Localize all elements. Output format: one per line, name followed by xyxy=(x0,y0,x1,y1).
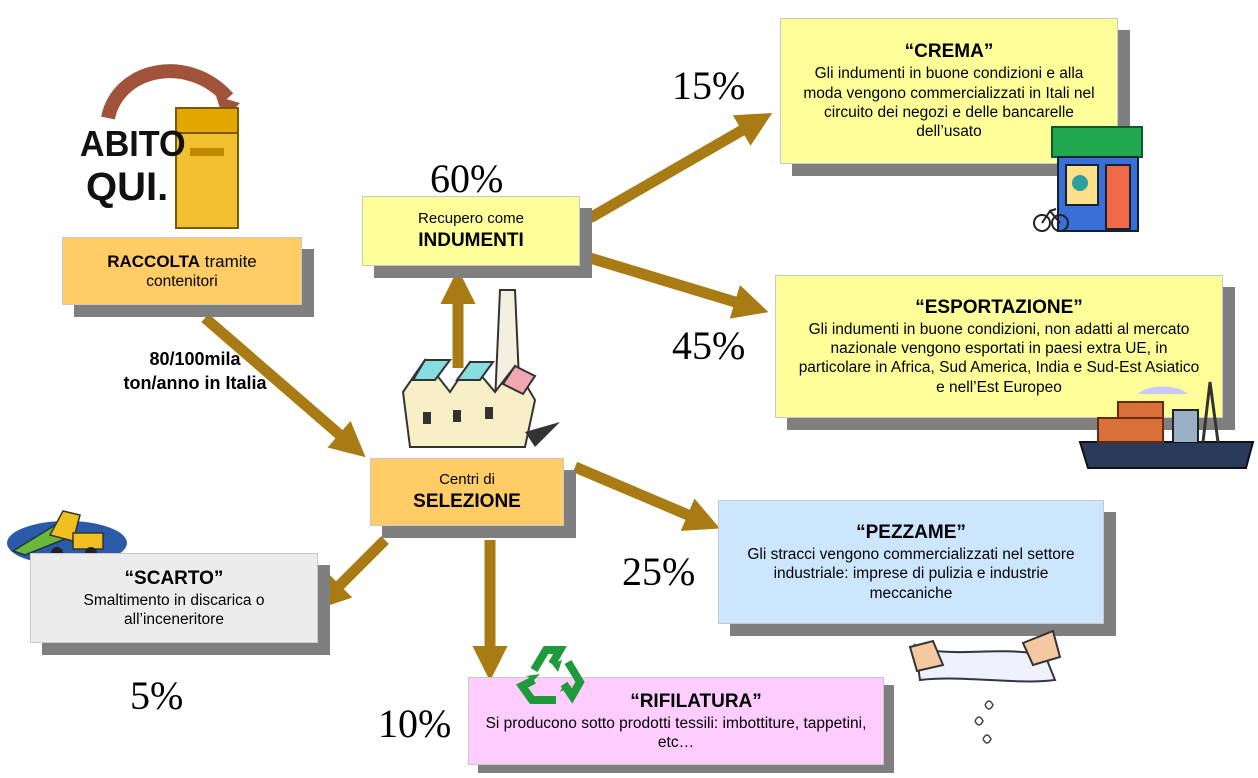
raccolta-label-rest: tramite xyxy=(200,251,257,271)
arrow-raccolta-to-selezione xyxy=(201,313,366,458)
indumenti-percent: 60% xyxy=(430,156,504,201)
wringing-cloth-icon xyxy=(905,625,1075,750)
quantity-note: 80/100mila ton/anno in Italia xyxy=(105,347,285,396)
pezzame-box: “PEZZAME” Gli stracci vengono commercial… xyxy=(718,500,1104,624)
crema-percent: 15% xyxy=(672,63,746,108)
pezzame-percent: 25% xyxy=(622,549,696,594)
quantity-note-line1: 80/100mila xyxy=(149,349,241,369)
cargo-ship-icon xyxy=(1078,380,1258,472)
rifilatura-percent: 10% xyxy=(378,701,452,746)
arrow-selezione-to-scarto xyxy=(315,536,389,610)
crema-title: “CREMA” xyxy=(904,41,994,63)
rifilatura-box: “RIFILATURA” Si producono sotto prodotti… xyxy=(468,677,884,765)
scarto-box: “SCARTO” Smaltimento in discarica o all’… xyxy=(30,553,318,643)
scarto-percent: 5% xyxy=(130,673,184,718)
indumenti-box: Recupero come INDUMENTI xyxy=(362,196,580,266)
indumenti-line1: Recupero come xyxy=(418,209,524,227)
collection-bin-icon: ABITO QUI. xyxy=(78,58,258,238)
esportazione-percent: 45% xyxy=(672,323,746,368)
raccolta-label-line2: contenitori xyxy=(146,272,218,290)
selezione-line1: Centri di xyxy=(439,470,495,488)
esportazione-box: “ESPORTAZIONE” Gli indumenti in buone co… xyxy=(775,275,1223,418)
esportazione-title: “ESPORTAZIONE” xyxy=(915,296,1083,318)
rifilatura-title: “RIFILATURA” xyxy=(630,690,762,712)
raccolta-box: RACCOLTA tramite contenitori xyxy=(62,237,302,305)
arrow-selezione-to-pezzame xyxy=(572,461,720,531)
scarto-description: Smaltimento in discarica o all’incenerit… xyxy=(83,591,265,628)
selezione-box: Centri di SELEZIONE xyxy=(370,458,564,526)
crema-description: Gli indumenti in buone condizioni e alla… xyxy=(803,65,1095,141)
selezione-line2: SELEZIONE xyxy=(413,490,521,512)
scarto-title: “SCARTO” xyxy=(124,567,224,589)
abito-logo-line2: QUI. xyxy=(86,165,168,209)
pezzame-title: “PEZZAME” xyxy=(856,522,966,544)
arrow-indumenti-to-esportazione xyxy=(588,252,769,319)
factory-icon xyxy=(395,282,565,457)
quantity-note-line2: ton/anno in Italia xyxy=(123,373,267,394)
esportazione-description: Gli indumenti in buone condizioni, non a… xyxy=(798,320,1200,396)
shop-icon xyxy=(1030,125,1145,235)
rifilatura-description: Si producono sotto prodotti tessili: imb… xyxy=(485,714,867,751)
arrow-indumenti-to-crema xyxy=(587,112,773,223)
abito-logo-line1: ABITO xyxy=(80,124,186,164)
recycle-icon xyxy=(512,640,588,710)
crema-box: “CREMA” Gli indumenti in buone condizion… xyxy=(780,18,1118,164)
pezzame-description: Gli stracci vengono commercializzati nel… xyxy=(747,545,1075,602)
raccolta-label: RACCOLTA xyxy=(107,251,201,271)
indumenti-line2: INDUMENTI xyxy=(418,229,524,251)
